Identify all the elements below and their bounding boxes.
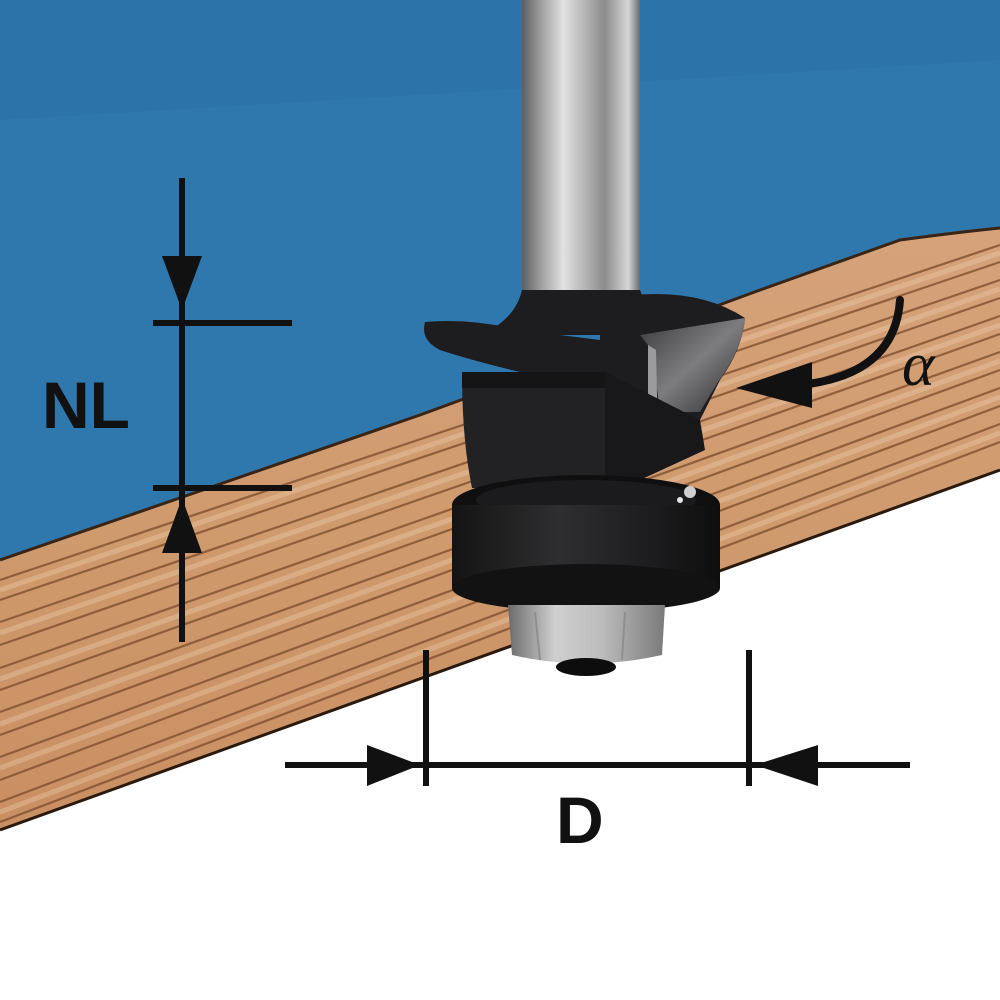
d-arrow-right-icon xyxy=(367,745,420,786)
dimension-nl xyxy=(153,178,292,642)
d-arrow-left-icon xyxy=(755,745,818,786)
nl-arrow-down-icon xyxy=(162,256,202,310)
label-alpha: α xyxy=(902,331,936,399)
bearing-nut xyxy=(508,605,665,664)
cutter-wing-left xyxy=(424,321,605,372)
router-bit xyxy=(424,0,745,676)
alpha-curved-arrow-icon xyxy=(796,296,904,389)
bit-shank xyxy=(522,0,640,320)
dimension-alpha xyxy=(736,296,904,408)
label-d: D xyxy=(556,783,604,857)
nl-arrow-up-icon xyxy=(162,498,202,553)
carbide-blade xyxy=(640,318,745,412)
dimension-d xyxy=(285,650,910,786)
panel-top-shading xyxy=(0,0,1000,120)
panel-top-surface xyxy=(0,0,1000,560)
label-nl: NL xyxy=(42,368,130,442)
